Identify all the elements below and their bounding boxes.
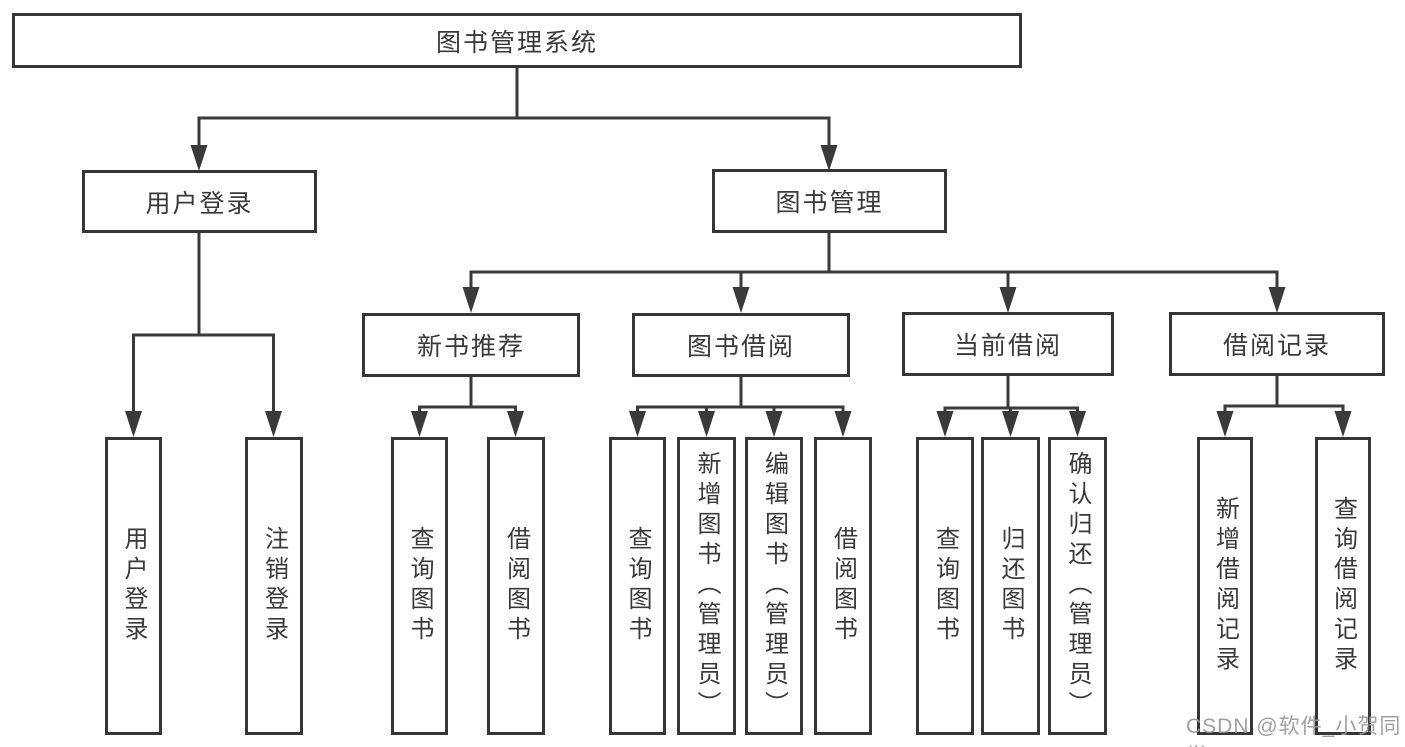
node-current-borrow: 当前借阅 (902, 312, 1114, 376)
arrowheads (125, 145, 1352, 437)
wire-book-management (469, 231, 1279, 289)
node-leaf-recommend-borrow-book: 借阅图书 (487, 437, 545, 735)
node-leaf-current-query-book: 查询图书 (916, 437, 974, 735)
node-leaf-query-borrow-record: 查询借阅记录 (1315, 437, 1371, 735)
wire-borrow-record (1223, 375, 1345, 413)
node-user-login: 用户登录 (82, 170, 317, 233)
node-book-management: 图书管理 (712, 169, 947, 233)
node-leaf-borrow-query-book: 查询图书 (609, 437, 666, 735)
node-leaf-add-book-admin: 新增图书（管理员） (677, 437, 736, 735)
node-leaf-logout: 注销登录 (245, 437, 303, 735)
wire-new-book-recommend (418, 375, 517, 413)
wire-user-login (132, 231, 275, 413)
node-leaf-add-borrow-record: 新增借阅记录 (1197, 437, 1253, 735)
wire-book-borrow (636, 375, 845, 413)
node-root: 图书管理系统 (12, 13, 1022, 68)
node-book-borrow: 图书借阅 (632, 313, 850, 377)
node-leaf-edit-book-admin: 编辑图书（管理员） (745, 437, 803, 735)
node-leaf-user-login: 用户登录 (105, 437, 162, 735)
node-leaf-return-book: 归还图书 (981, 437, 1040, 735)
wire-current-borrow (943, 375, 1079, 413)
node-borrow-record: 借阅记录 (1169, 312, 1385, 376)
wire-root (197, 66, 831, 147)
node-leaf-confirm-return-admin: 确认归还（管理员） (1048, 437, 1107, 735)
node-new-book-recommend: 新书推荐 (362, 313, 580, 377)
node-leaf-borrow-book: 借阅图书 (814, 437, 872, 735)
csdn-watermark: CSDN @软件_小贺同学 (1186, 715, 1402, 747)
node-leaf-recommend-query-book: 查询图书 (391, 437, 448, 735)
connector-strokes (132, 66, 1345, 413)
